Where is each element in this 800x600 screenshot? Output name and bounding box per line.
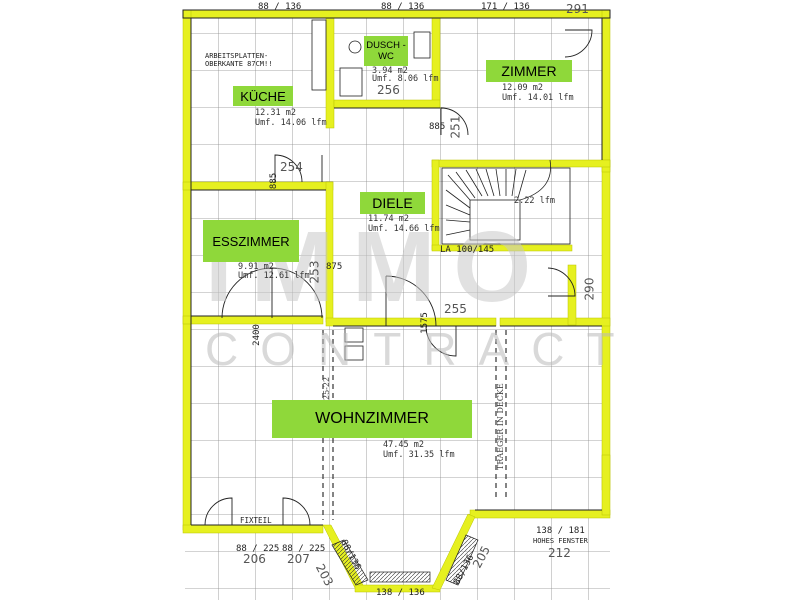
dim-2400: 2400 <box>251 324 262 346</box>
door-number-290: 290 <box>582 277 597 301</box>
door-number-251: 251 <box>448 115 463 139</box>
diele-area: 11.74 m2 <box>368 214 409 224</box>
note-hohes-fenster: HOHES FENSTER <box>533 537 588 545</box>
kueche-perimeter: Umf. 14.06 lfm <box>255 118 327 128</box>
note-arbeitsplatten-1: ARBEITSPLATTEN- <box>205 52 269 60</box>
dim-top-left: 88 / 136 <box>258 2 302 12</box>
dim-bottom-right: 138 / 181 <box>536 526 585 536</box>
dusch-wc-line1: DUSCH - <box>366 40 406 51</box>
dim-la: LA 100/145 <box>440 245 495 255</box>
dim-875: 875 <box>326 262 343 272</box>
dim-1575: 1575 <box>419 312 430 334</box>
door-number-206: 206 <box>243 552 266 566</box>
bay-window-frames <box>331 534 479 586</box>
dim-bottom-mid: 138 / 136 <box>376 588 425 598</box>
dim-top-corner: 291 <box>566 2 589 16</box>
room-label-esszimmer: ESSZIMMER <box>203 220 299 262</box>
stair-measure: 2.22 lfm <box>514 196 555 206</box>
door-number-256: 256 <box>377 83 400 97</box>
esszimmer-area: 9.91 m2 <box>238 262 274 272</box>
kueche-area: 12.31 m2 <box>255 108 296 118</box>
zimmer-area: 12.09 m2 <box>502 83 543 93</box>
room-label-diele: DIELE <box>360 192 425 214</box>
wohnzimmer-area: 47.45 m2 <box>383 440 424 450</box>
door-number-253: 253 <box>307 260 322 284</box>
room-label-kueche: KÜCHE <box>233 86 293 106</box>
door-number-207: 207 <box>287 552 310 566</box>
dusch-wc-perimeter: Umf. 8.06 lfm <box>372 74 439 84</box>
dim-top-right: 171 / 136 <box>481 2 530 12</box>
door-number-885b: 885 <box>269 172 280 190</box>
esszimmer-perimeter: Umf. 12.61 lfm <box>238 271 310 281</box>
room-label-wohnzimmer: WOHNZIMMER <box>272 400 472 438</box>
dusch-wc-line2: WC <box>378 51 394 62</box>
door-number-885a: 885 <box>429 122 446 132</box>
dusch-wc-area: 3.94 m2 <box>372 66 408 76</box>
door-number-212: 212 <box>548 546 571 560</box>
dim-top-mid: 88 / 136 <box>381 2 425 12</box>
door-number-254: 254 <box>280 160 303 174</box>
note-arbeitsplatten-2: OBERKANTE 87CM!! <box>205 60 273 68</box>
diele-perimeter: Umf. 14.66 lfm <box>368 224 440 234</box>
door-number-255: 255 <box>444 302 467 316</box>
note-fixteil: FIXTEIL <box>240 516 272 525</box>
note-beam-dim: 25-22 <box>322 376 331 400</box>
dim-bottom-left2: 88 / 225 <box>282 544 326 554</box>
wohnzimmer-perimeter: Umf. 31.35 lfm <box>383 450 455 460</box>
walls <box>182 9 611 593</box>
fixtures <box>311 19 431 361</box>
wall-outlines <box>182 9 611 526</box>
note-traeger: TRAEGER IN DECKE <box>496 383 505 470</box>
zimmer-perimeter: Umf. 14.01 lfm <box>502 93 574 103</box>
dim-bottom-left1: 88 / 225 <box>236 544 280 554</box>
room-label-zimmer: ZIMMER <box>486 60 572 82</box>
door-swings <box>204 29 593 526</box>
room-label-dusch-wc: DUSCH - WC <box>364 36 408 66</box>
staircase <box>441 159 571 245</box>
